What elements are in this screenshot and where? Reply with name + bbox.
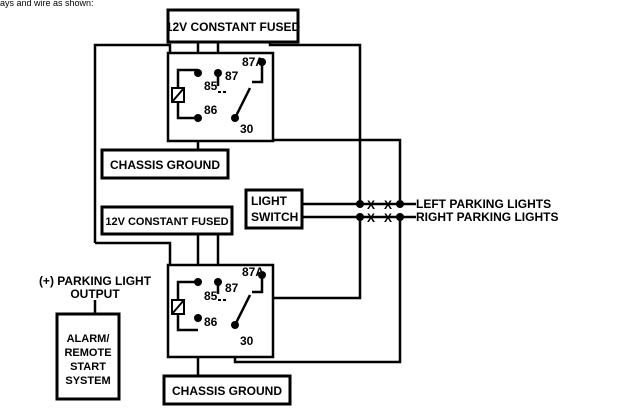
bottom-pin-85: 85 (204, 289, 218, 303)
light-switch-label-2: SWITCH (251, 210, 298, 224)
left-parking-lights-label: LEFT PARKING LIGHTS (416, 197, 551, 211)
light-switch-box: LIGHT SWITCH (244, 188, 304, 230)
bottom-fused-label: 12V CONSTANT FUSED (105, 216, 228, 228)
junction-dots (194, 58, 404, 329)
alarm-label-1: ALARM/ (67, 333, 110, 345)
bottom-pin-86: 86 (204, 315, 218, 329)
alarm-box: ALARM/ REMOTE START SYSTEM (55, 312, 121, 401)
right-parking-lights-label: RIGHT PARKING LIGHTS (416, 210, 558, 224)
cut-mark-left-1: X (367, 198, 375, 212)
top-relay-switch-arm (233, 87, 252, 119)
bottom-chassis-label: CHASSIS GROUND (172, 384, 282, 398)
bottom-pin-30: 30 (240, 334, 254, 348)
light-switch-label-1: LIGHT (251, 194, 288, 208)
cut-mark-right-2: X (384, 211, 392, 225)
top-pin-30: 30 (240, 122, 254, 136)
alarm-label-2: REMOTE (64, 347, 111, 359)
top-pin-85: 85 (204, 79, 218, 93)
bottom-fused-box: 12V CONSTANT FUSED (100, 205, 234, 236)
bottom-relay: 85 86 87 87A 30 (166, 263, 275, 359)
top-fused-label: 12V CONSTANT FUSED (166, 20, 301, 34)
top-pin-87: 87 (225, 69, 239, 83)
bottom-chassis-box: CHASSIS GROUND (162, 374, 292, 406)
top-relay: 85 86 87 87A 30 (166, 51, 275, 143)
top-chassis-label: CHASSIS GROUND (110, 158, 220, 172)
top-chassis-box: CHASSIS GROUND (100, 148, 230, 180)
top-fused-box: 12V CONSTANT FUSED (166, 8, 301, 44)
bottom-relay-switch-arm (233, 294, 252, 326)
alarm-label-3: START (70, 361, 106, 373)
parking-output-label-1: (+) PARKING LIGHT (39, 274, 152, 288)
bottom-pin-87: 87 (225, 281, 239, 295)
caption-text: ays and wire as shown: (0, 0, 94, 8)
alarm-label-4: SYSTEM (65, 375, 110, 387)
parking-output-label-2: OUTPUT (70, 287, 120, 301)
cut-mark-right-1: X (367, 211, 375, 225)
cut-mark-left-2: X (384, 198, 392, 212)
top-pin-86: 86 (204, 103, 218, 117)
